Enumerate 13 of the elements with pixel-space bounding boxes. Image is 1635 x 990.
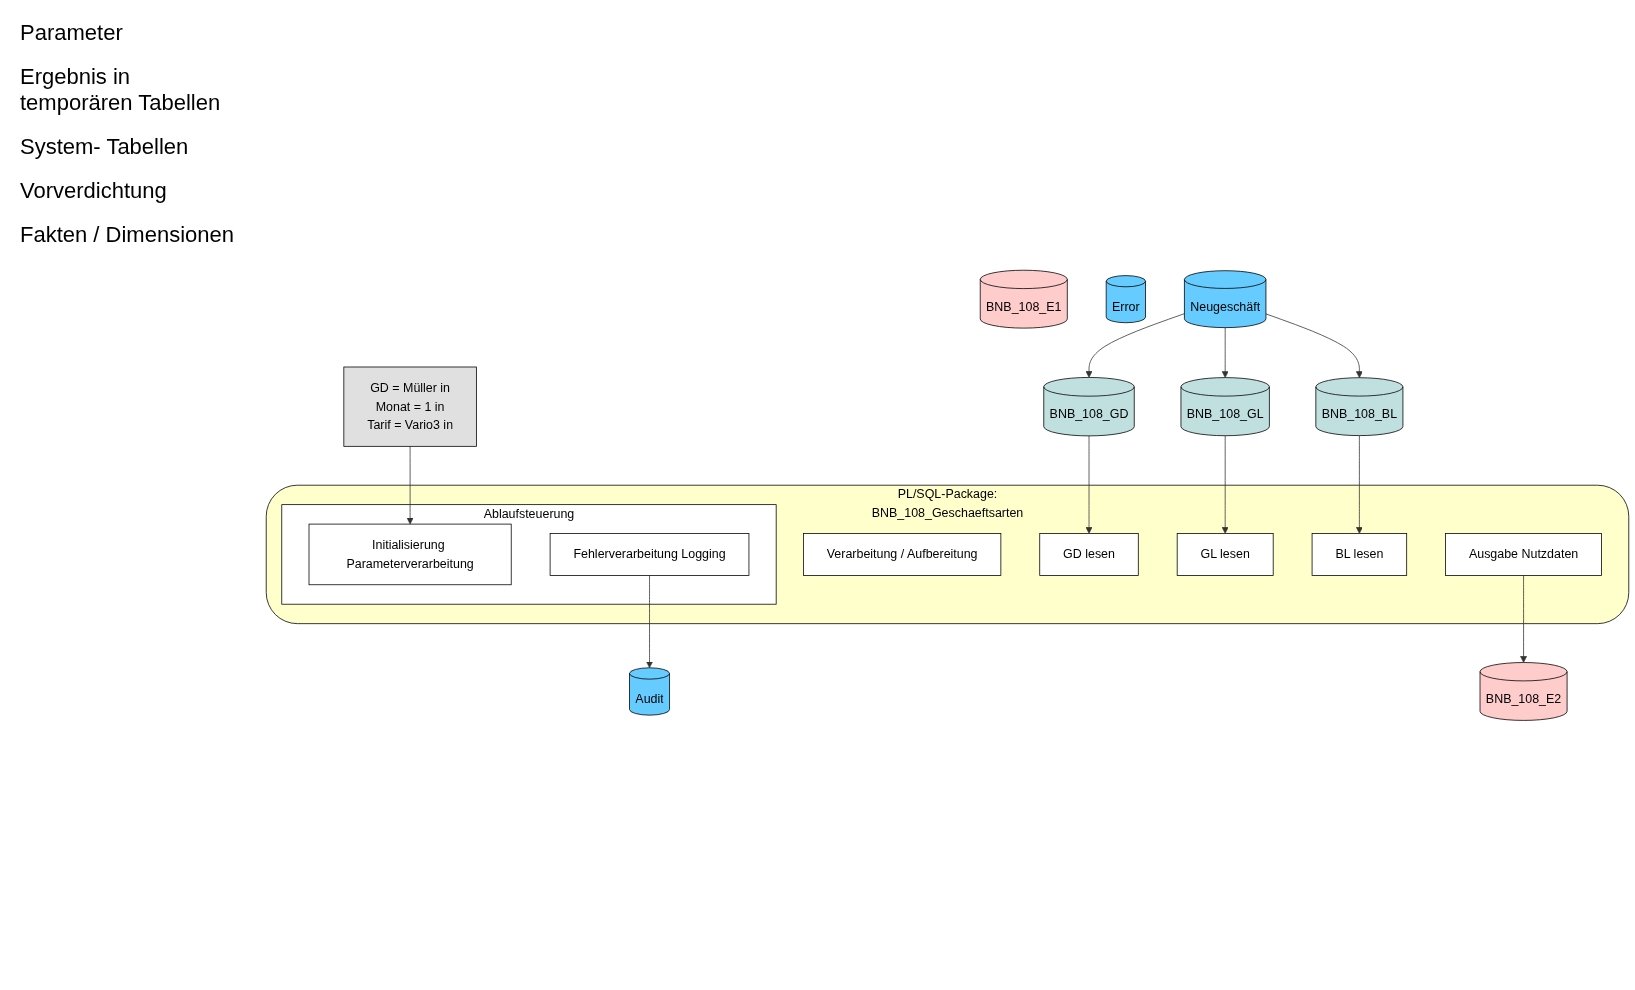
node-box: Fehlerverarbeitung Logging [549,532,750,576]
note-label: Parameter [20,20,124,46]
node-box: Ausgabe Nutzdaten [1445,532,1602,576]
node-box: Initialisierung Parameterverarbeitung [308,523,512,585]
node-box: BL lesen [1311,532,1408,576]
note-label: System- Tabellen [20,134,190,160]
node-box: GD = Müller in Monat = 1 in Tarif = Vario3 in [343,366,477,447]
note-label: Fakten / Dimensionen [20,222,235,248]
node-box: GD lesen [1039,532,1139,576]
node-box: GL lesen [1176,532,1274,576]
note-label: Vorverdichtung [20,178,168,204]
note-label: Ergebnis in temporären Tabellen [20,64,222,116]
node-box: Verarbeitung / Aufbereitung [803,532,1002,576]
